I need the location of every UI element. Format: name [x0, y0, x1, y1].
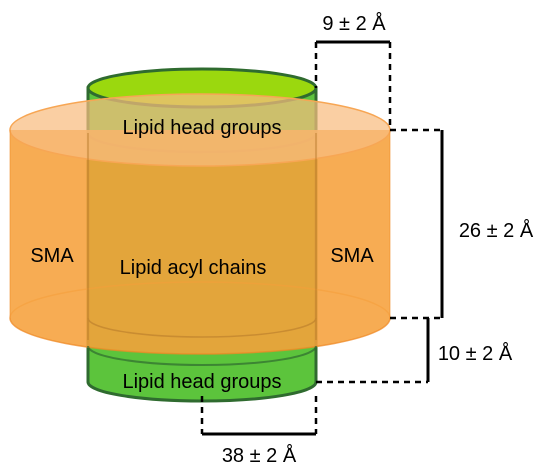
dimension-height-lower-label: 10 ± 2 Å: [438, 342, 513, 365]
label-head-groups-top: Lipid head groups: [122, 117, 281, 139]
dimension-bottom-width-label: 38 ± 2 Å: [222, 444, 297, 467]
dimension-top-width-label: 9 ± 2 Å: [322, 12, 386, 35]
lipid-cylinder-ghost-edges: [87, 133, 317, 340]
dimension-top-width: 9 ± 2 Å: [314, 12, 392, 130]
dimension-bottom-width: 38 ± 2 Å: [200, 396, 318, 467]
sma-band-bottom-front: [9, 317, 391, 355]
label-sma-right: SMA: [330, 245, 374, 267]
sma-band: [9, 93, 391, 355]
label-sma-left: SMA: [30, 245, 74, 267]
label-acyl-chains: Lipid acyl chains: [120, 257, 267, 279]
dimension-height-lower: 10 ± 2 Å: [316, 318, 513, 384]
dimension-height-main: 26 ± 2 Å: [390, 128, 534, 320]
sma-band-body: [10, 130, 390, 354]
dimension-height-main-label: 26 ± 2 Å: [459, 219, 534, 242]
lipid-bottom-band-rim: [87, 345, 317, 366]
label-head-groups-bottom: Lipid head groups: [122, 371, 281, 393]
